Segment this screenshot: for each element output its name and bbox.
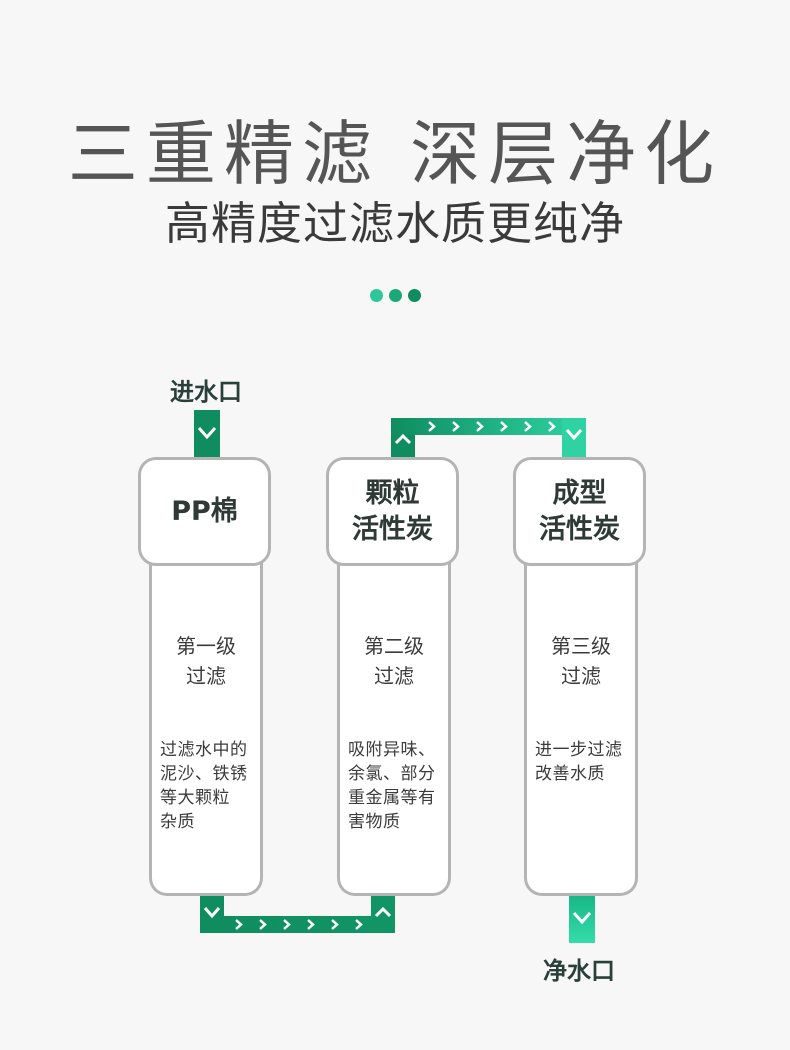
inlet-label: 进水口	[170, 378, 242, 406]
filter-stage-label: 第三级 过滤	[551, 634, 611, 688]
chevron-right-icon	[428, 421, 556, 432]
filter-cartridge-2: 第二级 过滤 吸附异味、 余氯、部分 重金属等有 害物质	[337, 563, 451, 896]
chevron-up-icon	[394, 433, 412, 445]
decorative-dots	[370, 289, 422, 303]
top-connector-pipe	[391, 418, 586, 458]
filter-cartridge-3: 第三级 过滤 进一步过滤 改善水质	[524, 563, 638, 896]
dot-icon	[389, 289, 402, 302]
chevron-right-icon	[235, 919, 363, 930]
chevron-down-icon	[197, 427, 217, 440]
filter-description: 进一步过滤 改善水质	[535, 740, 623, 784]
inlet-pipe	[194, 410, 220, 458]
bottom-connector-pipe	[200, 893, 395, 933]
filter-cartridge-1: 第一级 过滤 过滤水中的 泥沙、铁锈 等大颗粒 杂质	[149, 563, 263, 896]
filter-stage-label: 第一级 过滤	[176, 634, 236, 688]
filter-description: 吸附异味、 余氯、部分 重金属等有 害物质	[348, 740, 436, 832]
filter-cap-block-carbon: 成型 活性炭	[513, 457, 646, 566]
filter-cap-pp-cotton: PP棉	[138, 457, 271, 566]
dot-icon	[408, 289, 421, 302]
outlet-pipe	[569, 893, 595, 943]
chevron-up-icon	[374, 906, 392, 918]
chevron-down-icon	[203, 907, 221, 919]
chevron-down-icon	[565, 429, 583, 441]
filter-cap-granular-carbon: 颗粒 活性炭	[326, 457, 459, 566]
filter-stage-label: 第二级 过滤	[364, 634, 424, 688]
dot-icon	[370, 289, 383, 302]
chevron-down-icon	[572, 912, 592, 925]
page-subtitle: 高精度过滤水质更纯净	[164, 197, 625, 250]
page-title: 三重精滤 深层净化	[67, 113, 723, 195]
filter-description: 过滤水中的 泥沙、铁锈 等大颗粒 杂质	[160, 740, 248, 832]
outlet-label: 净水口	[543, 957, 615, 985]
